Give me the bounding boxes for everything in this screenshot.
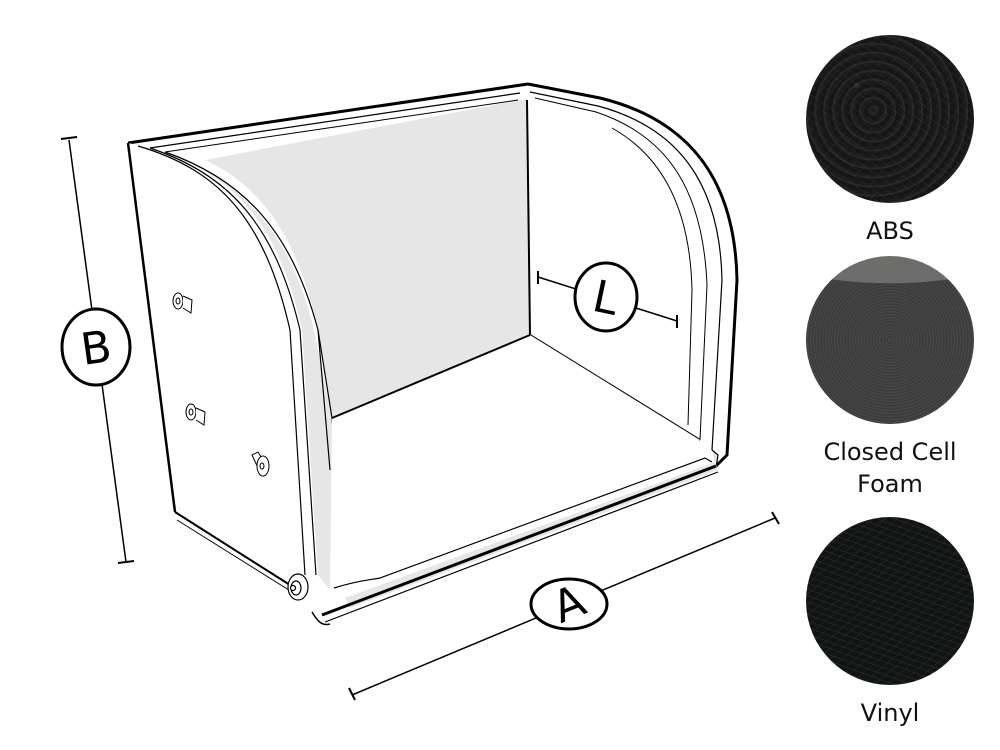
material-vinyl: Vinyl [800,517,980,729]
dimension-b [60,136,135,564]
hinge-pin [287,573,309,601]
material-label-foam-line-1: Closed Cell [823,438,957,466]
vinyl-texture-swatch [806,517,974,685]
material-label-foam: Closed Cell Foam [800,436,980,500]
material-abs: ABS [800,35,980,247]
material-label-vinyl: Vinyl [860,699,920,727]
floor [311,334,719,626]
material-label-foam-line-2: Foam [857,470,923,498]
screw-1 [172,292,193,314]
foam-texture-swatch [806,256,974,424]
dimension-l [537,261,678,333]
top-rim [127,82,529,153]
material-label-abs: ABS [866,217,914,245]
back-wall [205,100,530,418]
abs-texture-swatch [806,35,974,203]
dimension-a [348,511,780,701]
screw-3 [251,451,270,477]
screw-2 [185,403,206,426]
dimension-b-label: B [78,321,115,376]
material-swatches: ABS Closed Cell Foam Vinyl [800,0,980,750]
material-closed-cell-foam: Closed Cell Foam [800,256,980,500]
